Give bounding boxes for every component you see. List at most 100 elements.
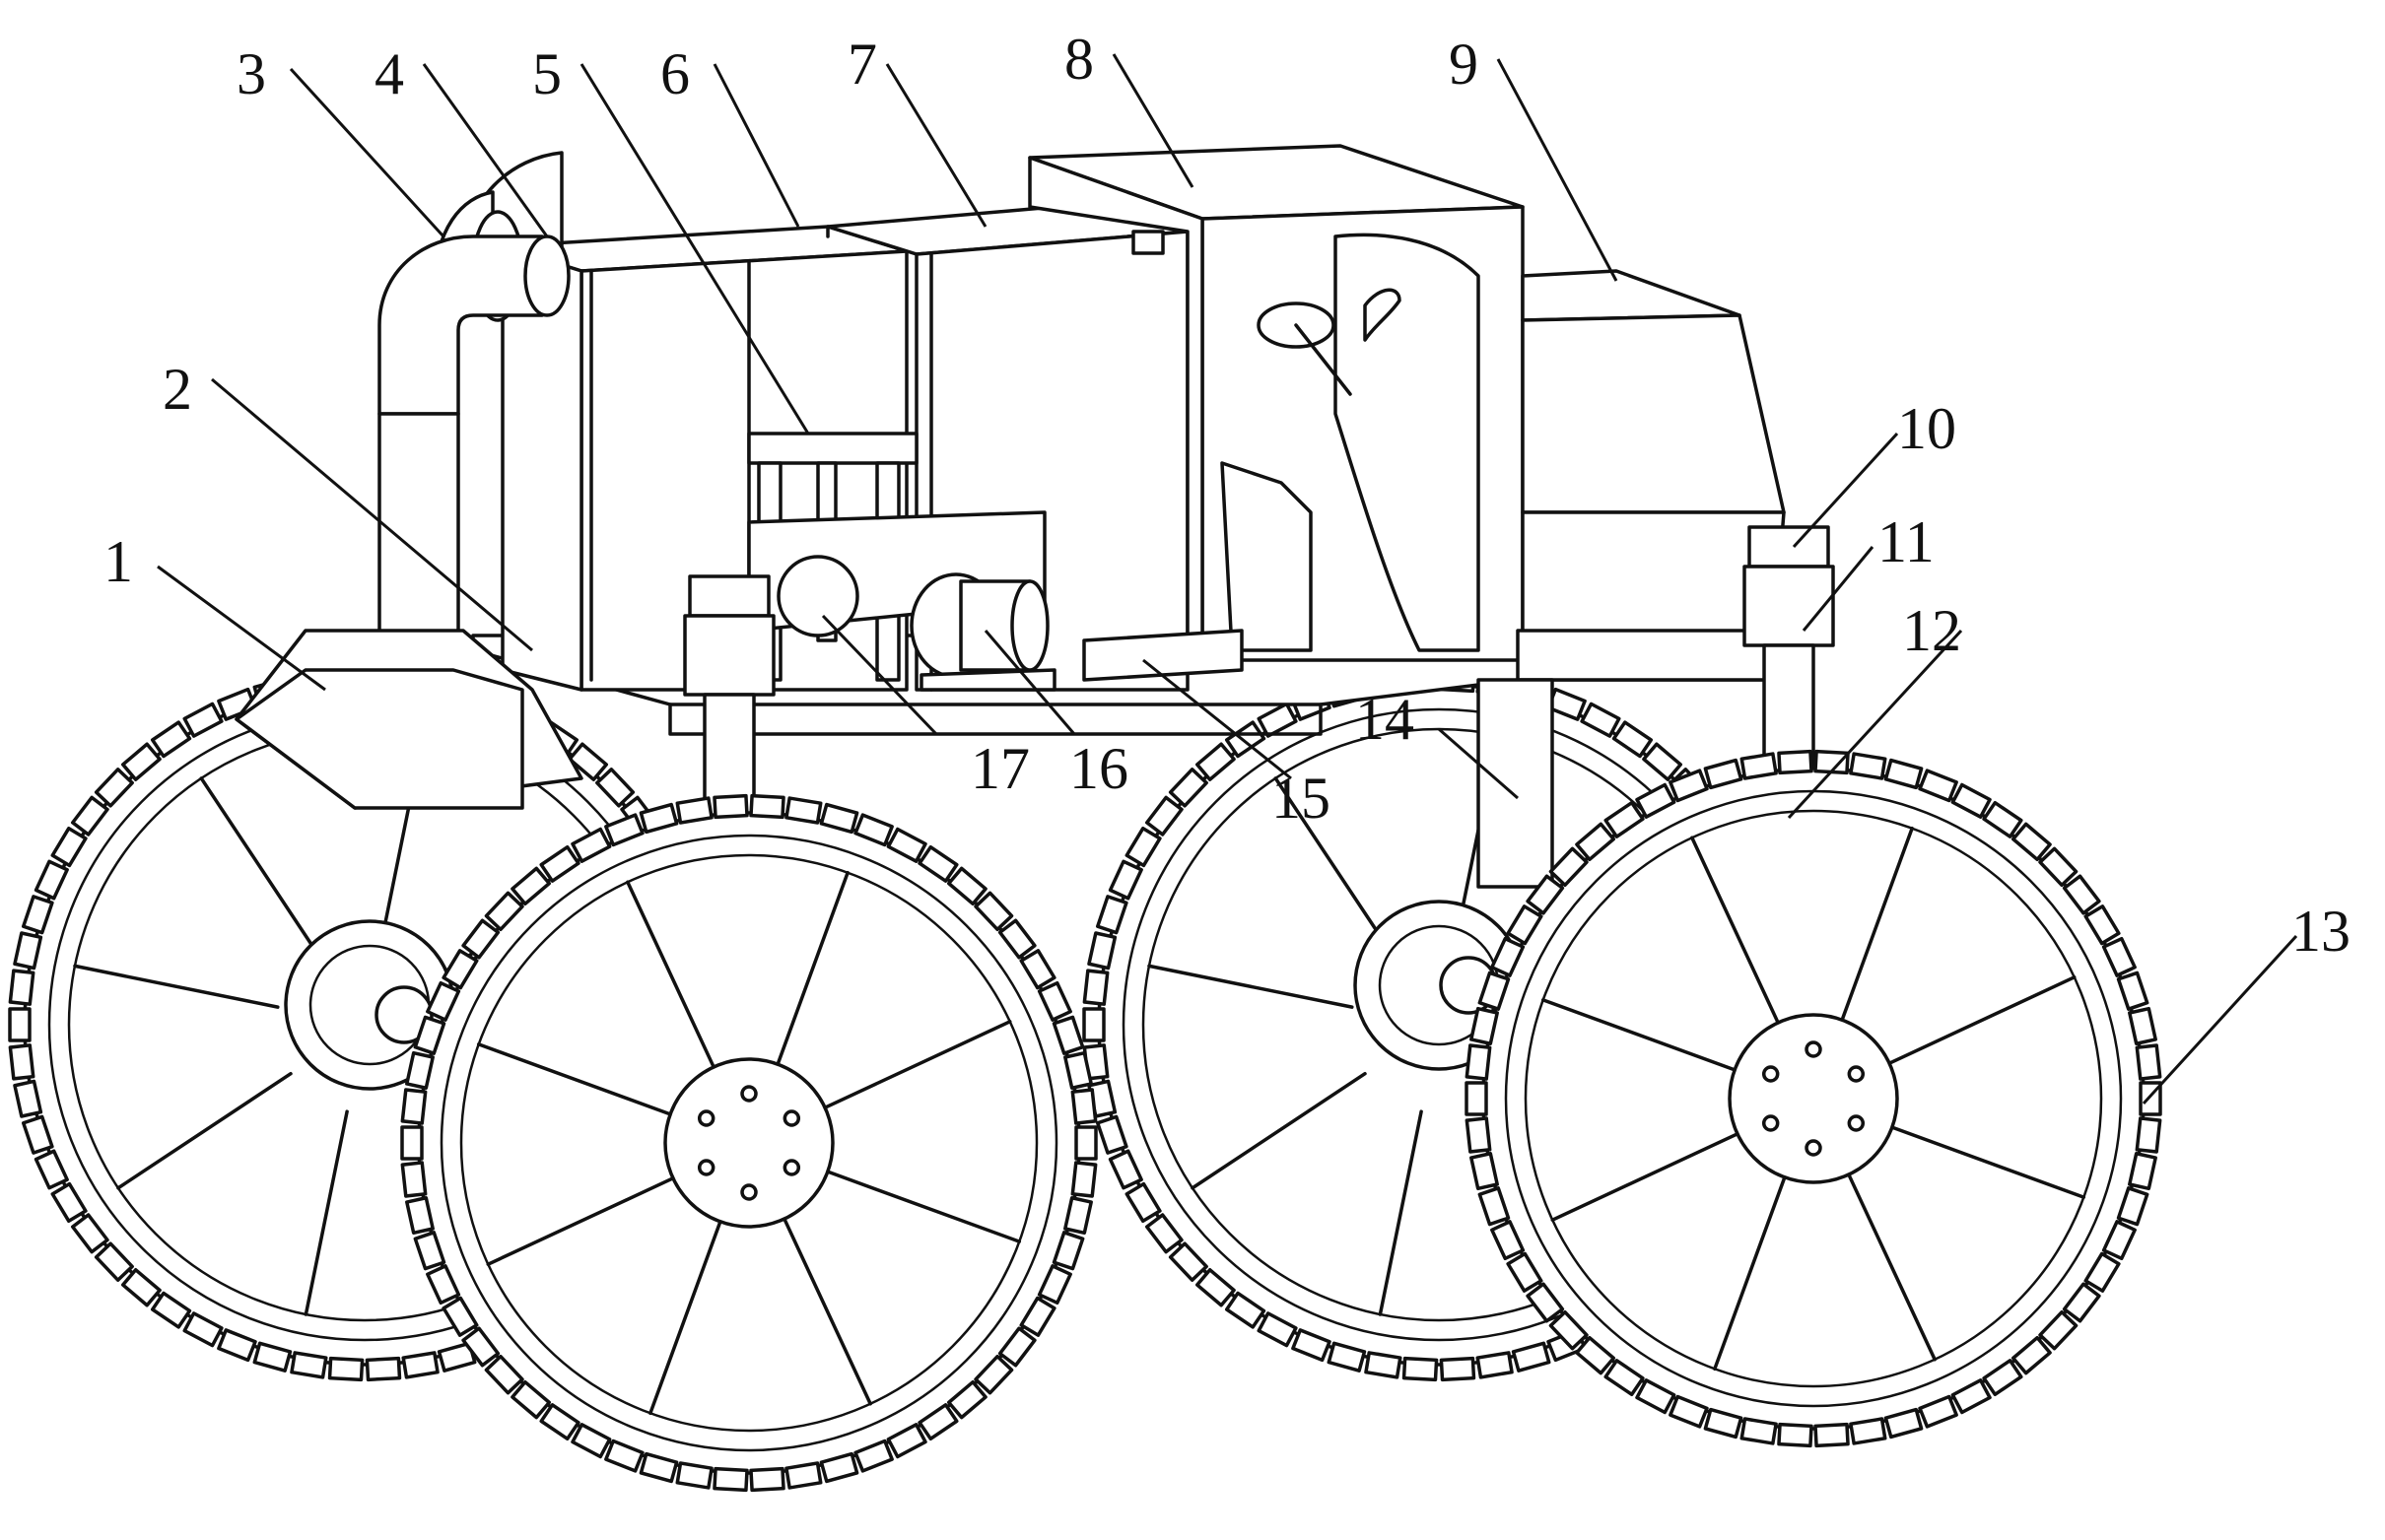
tire-tread-lug: [1777, 749, 1813, 775]
tire-tread-lug: [327, 1356, 365, 1382]
gear-motor: [910, 572, 1056, 692]
leader-6: [713, 63, 800, 228]
tire-tread-lug: [604, 1439, 645, 1473]
leader-4: [422, 63, 549, 237]
tire-tread-lug: [120, 1268, 162, 1307]
wheel-spoke: [486, 1176, 675, 1266]
tire-tread-lug: [1465, 1116, 1492, 1154]
wheel-spoke: [823, 1020, 1012, 1109]
tire-tread-lug: [120, 742, 162, 781]
label-8: 8: [1064, 27, 1094, 92]
tire-tread-lug: [8, 1043, 35, 1081]
tire-tread-lug: [1095, 1114, 1128, 1155]
tire-tread-lug: [568, 742, 609, 781]
tire-tread-lug: [94, 1241, 134, 1282]
tire-tread-lug: [997, 918, 1037, 960]
tire-tread-lug: [1703, 758, 1743, 790]
tire-tread-lug: [1982, 800, 2023, 838]
label-7: 7: [848, 32, 877, 97]
tire-tread-lug: [853, 1439, 894, 1473]
wheel-spoke: [648, 1220, 722, 1416]
hub-bolt: [697, 1159, 716, 1176]
leader-lines: [157, 53, 2298, 1105]
wheel-spoke: [1887, 975, 2077, 1065]
tire-tread-lug: [1635, 1378, 1676, 1415]
tire-tread-lug: [400, 1125, 424, 1161]
leader-16: [984, 630, 1076, 735]
tire-tread-lug: [426, 980, 461, 1022]
tire-tread-lug: [34, 859, 69, 901]
tire-tread-lug: [1291, 1328, 1331, 1363]
tire-tread-lug: [1739, 1417, 1778, 1445]
wheel-spoke: [476, 1042, 672, 1116]
tire-tread-lug: [1327, 1341, 1367, 1373]
tire-tread-lug: [1477, 971, 1511, 1011]
tire-tread-lug: [1037, 980, 1072, 1022]
tire-tread-lug: [1063, 1195, 1093, 1236]
tire-tread-lug: [511, 866, 552, 906]
leader-7: [885, 63, 988, 228]
tire-tread-lug: [1469, 1151, 1499, 1191]
hub-bolt: [1805, 1139, 1822, 1157]
tire-tread-lug: [1739, 752, 1778, 780]
front-left-housing: [235, 629, 583, 810]
tire-tread-lug: [749, 1466, 785, 1493]
tire-tread-lug: [2083, 1251, 2121, 1293]
tire-tread-lug: [365, 1356, 402, 1382]
tire-tread-lug: [974, 891, 1014, 932]
leader-8: [1112, 53, 1194, 188]
tire-tread-lug: [426, 1264, 461, 1306]
tire-tread-lug: [1124, 826, 1162, 868]
tire-tread-lug: [511, 1379, 552, 1420]
tire-tread-lug: [2128, 1006, 2157, 1046]
tire-tread-lug: [571, 1423, 612, 1459]
label-9: 9: [1449, 32, 1478, 97]
tire-tread-lug: [1070, 1161, 1098, 1198]
hub-bolt: [1847, 1114, 1866, 1132]
tire-tread-lug: [1082, 969, 1110, 1006]
tire-tread-lug: [1883, 1407, 1924, 1440]
tire-tread-lug: [2128, 1151, 2157, 1191]
tire-tread-lug: [886, 1423, 927, 1459]
tire-tread-lug: [484, 1354, 524, 1395]
tire-tread-lug: [70, 1213, 109, 1254]
tire-tread-lug: [1526, 874, 1565, 915]
tire-tread-lug: [2135, 1116, 2162, 1154]
tire-tread-lug: [70, 795, 109, 837]
leader-15: [1142, 658, 1292, 780]
tire-tread-lug: [1477, 1186, 1511, 1227]
tire-tread-lug: [13, 1079, 43, 1118]
tire-tread-lug: [1074, 1125, 1098, 1161]
wheel-spoke: [73, 964, 280, 1009]
tire-tread-lug: [2010, 822, 2052, 862]
callout-labels: 1 2 3 4 5 6 7 8 9 10 11 12 13 14 15 16 1…: [103, 27, 2351, 964]
tire-tread-lug: [1849, 752, 1887, 780]
tire-tread-lug: [1257, 702, 1298, 738]
tire-tread-lug: [484, 891, 524, 932]
hub-bolt: [783, 1159, 801, 1176]
tire-tread-lug: [571, 827, 612, 863]
tire-tread-lug: [8, 969, 35, 1006]
tire-tread-lug: [2116, 971, 2149, 1011]
tire-tread-lug: [1019, 949, 1056, 990]
tire-tread-lug: [252, 1341, 293, 1373]
tire-tread-lug: [2062, 1282, 2101, 1323]
tire-tread-lug: [1168, 768, 1208, 808]
tire-tread-lug: [1669, 769, 1709, 803]
wheel-spoke: [1840, 826, 1914, 1022]
tire-tread-lug: [1439, 1356, 1476, 1382]
leader-14: [1438, 727, 1519, 800]
wheel-spoke: [116, 1071, 293, 1190]
label-10: 10: [1897, 396, 1956, 461]
hub-bolt: [1761, 1114, 1780, 1132]
tire-tread-lug: [886, 827, 927, 863]
tire-tread-lug: [150, 720, 192, 759]
tire-tread-lug: [1144, 795, 1184, 837]
tire-tread-lug: [713, 1466, 749, 1493]
tire-tread-lug: [21, 1114, 54, 1155]
label-5: 5: [532, 41, 562, 106]
tire-tread-lug: [1364, 1351, 1402, 1379]
tire-tread-lug: [1108, 859, 1143, 901]
leader-9: [1496, 58, 1618, 282]
